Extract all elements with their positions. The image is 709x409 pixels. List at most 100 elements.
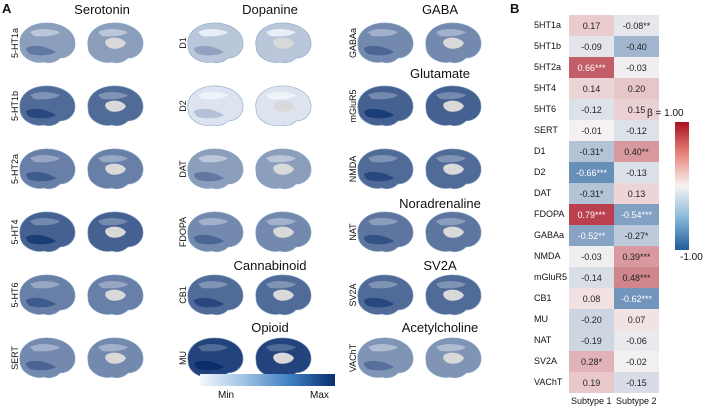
- heatmap-cell-dat-subtype-1: -0.31*: [569, 183, 614, 204]
- brain-map-gabaa-lateral: [354, 20, 416, 71]
- heatmap-cell-5ht6-subtype-1: -0.12: [569, 99, 614, 120]
- group-title-sv2a: SV2A: [423, 258, 457, 273]
- heatmap-cell-5ht6-subtype-2: 0.15: [614, 99, 659, 120]
- group-title-opioid: Opioid: [251, 320, 289, 335]
- brain-map-mglur5-lateral: [354, 83, 416, 134]
- heatmap-cell-gabaa-subtype-2: -0.27*: [614, 225, 659, 246]
- brain-map-mu-lateral: [184, 335, 246, 386]
- heatmap-cell-vacht-subtype-1: 0.19: [569, 372, 614, 393]
- heatmap-cell-5ht4-subtype-1: 0.14: [569, 78, 614, 99]
- heatmap-cell-mglur5-subtype-1: -0.14: [569, 267, 614, 288]
- heatmap-cell-fdopa-subtype-1: 0.79***: [569, 204, 614, 225]
- heatmap-cell-mglur5-subtype-2: 0.48***: [614, 267, 659, 288]
- group-title-gaba: GABA: [421, 2, 459, 17]
- brain-map-5-ht2a-lateral: [16, 146, 78, 197]
- heatmap-cell-d2-subtype-2: -0.13: [614, 162, 659, 183]
- heatmap-cell-d1-subtype-2: 0.40**: [614, 141, 659, 162]
- heatmap-row-label-cb1: CB1: [534, 293, 552, 303]
- heatmap-cell-sv2a-subtype-2: -0.02: [614, 351, 659, 372]
- heatmap-cell-vacht-subtype-2: -0.15: [614, 372, 659, 393]
- heatmap-row-label-gabaa: GABAa: [534, 230, 565, 240]
- heatmap-cell-d2-subtype-1: -0.66***: [569, 162, 614, 183]
- heatmap-row-label-fdopa: FDOPA: [534, 209, 565, 219]
- heatmap-row-label-d1: D1: [534, 146, 546, 156]
- brain-map-5-ht1a-lateral: [16, 20, 78, 71]
- colorbar-b-max-label: β = 1.00: [647, 108, 684, 119]
- brain-map-5-ht1b-medial: [84, 83, 146, 134]
- heatmap-cell-mu-subtype-2: 0.07: [614, 309, 659, 330]
- brain-map-vacht-lateral: [354, 335, 416, 386]
- heatmap-cell-5ht1b-subtype-1: -0.09: [569, 36, 614, 57]
- brain-map-cb1-lateral: [184, 272, 246, 323]
- brain-map-5-ht6-lateral: [16, 272, 78, 323]
- heatmap-cell-cb1-subtype-1: 0.08: [569, 288, 614, 309]
- brain-map-sert-medial: [84, 335, 146, 386]
- brain-map-nat-medial: [422, 209, 484, 260]
- heatmap-cell-nat-subtype-1: -0.19: [569, 330, 614, 351]
- brain-map-cb1-medial: [252, 272, 314, 323]
- brain-map-mglur5-medial: [422, 83, 484, 134]
- heatmap-column-label-2: Subtype 2: [616, 396, 657, 406]
- heatmap-row-label-dat: DAT: [534, 188, 552, 198]
- heatmap-cell-5ht2a-subtype-2: -0.03: [614, 57, 659, 78]
- group-title-dopamine: Dopanine: [242, 2, 298, 17]
- brain-map-d1-medial: [252, 20, 314, 71]
- brain-map-fdopa-lateral: [184, 209, 246, 260]
- heatmap-cell-5ht2a-subtype-1: 0.66***: [569, 57, 614, 78]
- colorbar-a: [200, 374, 335, 386]
- heatmap-cell-5ht1b-subtype-2: -0.40: [614, 36, 659, 57]
- heatmap-cell-sert-subtype-1: -0.01: [569, 120, 614, 141]
- heatmap-row-label-nmda: NMDA: [534, 251, 561, 261]
- group-title-serotonin: Serotonin: [74, 2, 130, 17]
- heatmap-cell-fdopa-subtype-2: -0.54***: [614, 204, 659, 225]
- panel-b-letter: B: [510, 1, 520, 16]
- colorbar-a-min-label: Min: [218, 390, 235, 401]
- heatmap-cell-nat-subtype-2: -0.06: [614, 330, 659, 351]
- heatmap-row-label-d2: D2: [534, 167, 546, 177]
- heatmap-row-label-5ht1a: 5HT1a: [534, 20, 562, 30]
- heatmap-cell-cb1-subtype-2: -0.62***: [614, 288, 659, 309]
- brain-map-sv2a-lateral: [354, 272, 416, 323]
- brain-map-5-ht6-medial: [84, 272, 146, 323]
- heatmap-row-label-mglur5: mGluR5: [534, 272, 568, 282]
- group-title-noradrenaline: Noradrenaline: [399, 196, 481, 211]
- heatmap-cell-nmda-subtype-2: 0.39***: [614, 246, 659, 267]
- group-title-acetylcholine: Acetylcholine: [401, 320, 479, 335]
- brain-map-dat-lateral: [184, 146, 246, 197]
- panel-a-letter: A: [2, 1, 12, 16]
- brain-map-sv2a-medial: [422, 272, 484, 323]
- colorbar-a-max-label: Max: [310, 390, 329, 401]
- heatmap-cell-sert-subtype-2: -0.12: [614, 120, 659, 141]
- brain-map-5-ht1a-medial: [84, 20, 146, 71]
- heatmap-cell-mu-subtype-1: -0.20: [569, 309, 614, 330]
- brain-map-nmda-medial: [422, 146, 484, 197]
- brain-map-dat-medial: [252, 146, 314, 197]
- brain-map-mu-medial: [252, 335, 314, 386]
- heatmap-row-label-5ht1b: 5HT1b: [534, 41, 562, 51]
- colorbar-b-min-label: -1.00: [680, 252, 703, 263]
- brain-map-5-ht4-medial: [84, 209, 146, 260]
- colorbar-b: [675, 122, 689, 250]
- heatmap-row-label-vacht: VAChT: [534, 377, 563, 387]
- heatmap-row-label-sv2a: SV2A: [534, 356, 558, 366]
- heatmap-cell-5ht1a-subtype-2: -0.08**: [614, 15, 659, 36]
- brain-map-5-ht2a-medial: [84, 146, 146, 197]
- heatmap-cell-dat-subtype-2: 0.13: [614, 183, 659, 204]
- brain-map-d1-lateral: [184, 20, 246, 71]
- heatmap-row-label-5ht6: 5HT6: [534, 104, 557, 114]
- brain-map-d2-medial: [252, 83, 314, 134]
- heatmap-cell-sv2a-subtype-1: 0.28*: [569, 351, 614, 372]
- brain-map-fdopa-medial: [252, 209, 314, 260]
- brain-map-nat-lateral: [354, 209, 416, 260]
- brain-map-gabaa-medial: [422, 20, 484, 71]
- brain-map-d2-lateral: [184, 83, 246, 134]
- heatmap-cell-gabaa-subtype-1: -0.52**: [569, 225, 614, 246]
- brain-map-nmda-lateral: [354, 146, 416, 197]
- heatmap-row-label-mu: MU: [534, 314, 548, 324]
- heatmap-row-label-nat: NAT: [534, 335, 552, 345]
- heatmap-cell-5ht1a-subtype-1: 0.17: [569, 15, 614, 36]
- heatmap-cell-5ht4-subtype-2: 0.20: [614, 78, 659, 99]
- brain-map-5-ht1b-lateral: [16, 83, 78, 134]
- heatmap-column-label-1: Subtype 1: [571, 396, 612, 406]
- heatmap-cell-nmda-subtype-1: -0.03: [569, 246, 614, 267]
